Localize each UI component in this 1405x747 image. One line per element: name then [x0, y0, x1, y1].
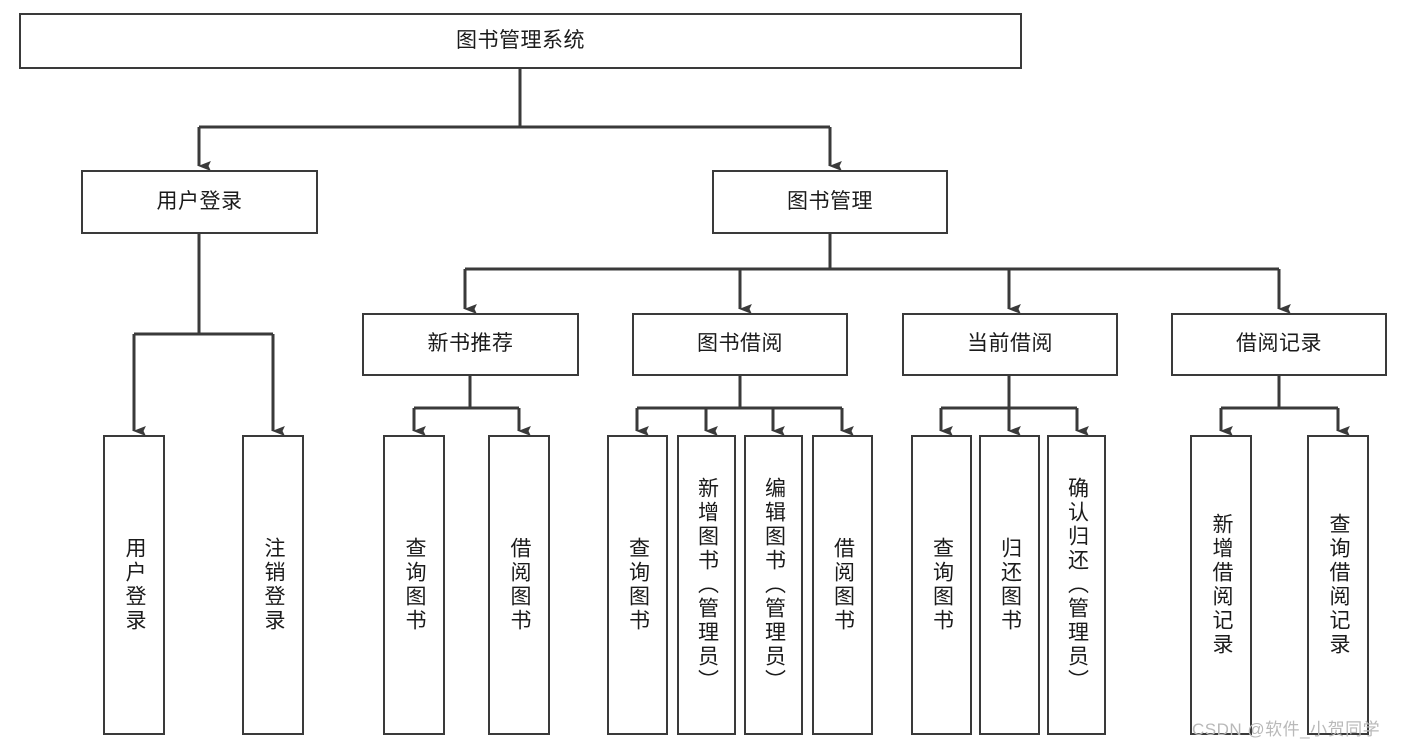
- node-book-borrow[interactable]: 图书借阅: [632, 313, 848, 376]
- node-label: 新增借阅记录: [1210, 513, 1234, 657]
- node-root-book-management-system[interactable]: 图书管理系统: [19, 13, 1022, 69]
- node-label: 查询图书: [930, 537, 954, 633]
- node-current-borrow[interactable]: 当前借阅: [902, 313, 1118, 376]
- node-new-book-recommend[interactable]: 新书推荐: [362, 313, 579, 376]
- csdn-watermark: CSDN @软件_小贺同学: [1192, 720, 1381, 739]
- node-leaf-edit-book-admin[interactable]: 编辑图书（管理员）: [744, 435, 803, 735]
- node-label: 注销登录: [262, 537, 286, 633]
- node-label: 用户登录: [123, 537, 147, 633]
- node-leaf-logout-login[interactable]: 注销登录: [242, 435, 304, 735]
- node-leaf-query-borrow-record[interactable]: 查询借阅记录: [1307, 435, 1369, 735]
- node-label: 查询图书: [403, 537, 427, 633]
- node-leaf-return-book[interactable]: 归还图书: [979, 435, 1040, 735]
- node-borrow-record[interactable]: 借阅记录: [1171, 313, 1387, 376]
- node-leaf-confirm-return-admin[interactable]: 确认归还（管理员）: [1047, 435, 1106, 735]
- node-leaf-borrow-book[interactable]: 借阅图书: [812, 435, 873, 735]
- node-label: 新增图书（管理员）: [695, 477, 719, 693]
- node-leaf-add-book-admin[interactable]: 新增图书（管理员）: [677, 435, 736, 735]
- node-label: 图书管理: [787, 189, 873, 213]
- node-label: 借阅图书: [508, 537, 532, 633]
- node-label: 用户登录: [156, 189, 243, 213]
- node-leaf-query-book-borrow[interactable]: 查询图书: [607, 435, 668, 735]
- node-label: 归还图书: [998, 537, 1022, 633]
- node-book-manage[interactable]: 图书管理: [712, 170, 948, 234]
- node-label: 图书借阅: [697, 332, 783, 356]
- node-leaf-add-borrow-record[interactable]: 新增借阅记录: [1190, 435, 1252, 735]
- node-label: 确认归还（管理员）: [1065, 477, 1089, 693]
- node-label: 查询图书: [626, 537, 650, 633]
- node-label: 当前借阅: [967, 332, 1053, 356]
- node-label: 借阅记录: [1236, 332, 1322, 356]
- node-leaf-query-book-current[interactable]: 查询图书: [911, 435, 972, 735]
- node-leaf-user-login[interactable]: 用户登录: [103, 435, 165, 735]
- node-label: 新书推荐: [427, 332, 514, 356]
- node-label: 编辑图书（管理员）: [762, 477, 786, 693]
- node-label: 借阅图书: [831, 537, 855, 633]
- node-label: 查询借阅记录: [1327, 513, 1351, 657]
- node-user-login[interactable]: 用户登录: [81, 170, 318, 234]
- node-label: 图书管理系统: [456, 28, 585, 52]
- node-leaf-query-book-recommend[interactable]: 查询图书: [383, 435, 445, 735]
- node-leaf-borrow-book-recommend[interactable]: 借阅图书: [488, 435, 550, 735]
